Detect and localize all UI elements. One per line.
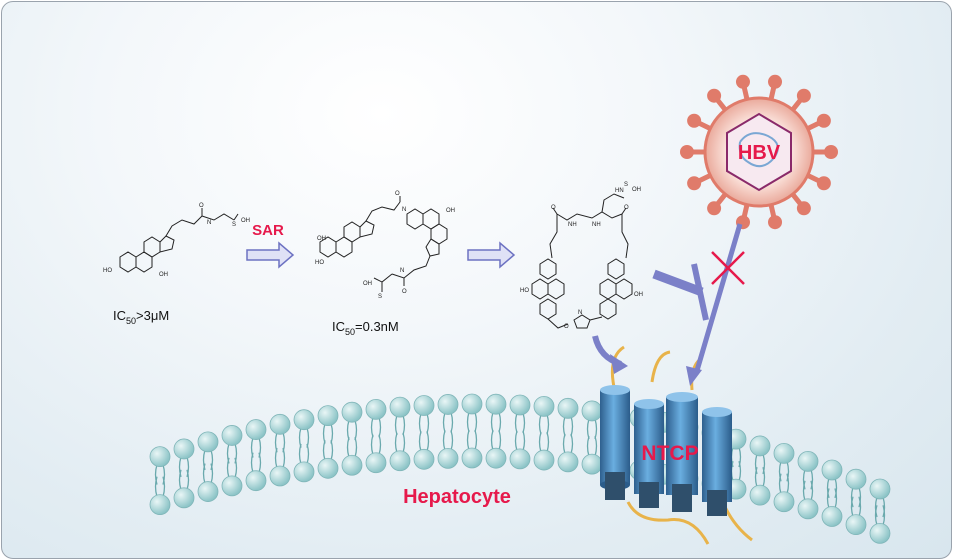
lipid-molecule: [317, 405, 339, 479]
virus-spike-head: [768, 74, 783, 89]
lipid-molecule: [341, 401, 363, 476]
lipid-molecule: [557, 397, 579, 473]
hbv-label: HBV: [738, 142, 781, 164]
helix: [600, 385, 630, 500]
lipid-molecule: [221, 425, 243, 497]
hbv-virus: HBV: [680, 74, 838, 230]
lipid-molecule: [749, 435, 771, 506]
blocked-cross: [711, 251, 745, 285]
c3-o2: O: [624, 205, 629, 211]
lipid-molecule: [269, 413, 291, 487]
c3-ho1: HO: [520, 288, 529, 294]
compound-1-structure: [119, 208, 239, 273]
c1-ho: HO: [103, 268, 112, 274]
virus-spike-head: [768, 215, 783, 230]
c2-o2: O: [402, 289, 407, 295]
lipid-molecule: [437, 394, 459, 469]
lipid-molecule: [845, 468, 867, 536]
compound-1-ic50: IC50>3μM: [113, 308, 169, 326]
c2-o: O: [395, 191, 400, 197]
optimization-arrow: [467, 241, 516, 269]
c2-oh2: OH: [446, 208, 455, 214]
lipid-molecule: [485, 393, 507, 469]
c3-oh1: OH: [632, 187, 641, 193]
lipid-bilayer: [149, 393, 891, 544]
lipid-molecule: [773, 442, 795, 513]
c3-oh2: OH: [634, 292, 643, 298]
virus-spike-head: [796, 88, 811, 103]
compound-3-structure: [531, 193, 633, 329]
virus-spike-head: [687, 113, 702, 128]
lipid-molecule: [461, 393, 483, 469]
helix: [666, 392, 698, 512]
virus-spike-head: [735, 74, 750, 89]
lipid-molecule: [413, 395, 435, 470]
lipid-molecule: [533, 395, 555, 471]
helix: [702, 407, 732, 516]
binding-arrow: [592, 335, 628, 374]
c3-s: S: [624, 182, 628, 188]
lipid-molecule: [365, 398, 387, 474]
receptor-loop: [650, 350, 671, 383]
c2-n2: N: [400, 268, 404, 274]
virus-spikes: [680, 74, 838, 230]
compound-2-ic50: IC50=0.3nM: [332, 319, 399, 337]
c1-oh2: OH: [241, 218, 250, 224]
c2-s: S: [378, 294, 382, 300]
virus-spike-head: [707, 201, 722, 216]
lipid-molecule: [869, 478, 891, 544]
virus-spike-head: [707, 88, 722, 103]
ntcp-label: NTCP: [641, 442, 698, 465]
lipid-molecule: [173, 438, 195, 509]
lipid-molecule: [581, 400, 603, 475]
c1-o: O: [199, 203, 204, 209]
c2-oh: OH: [317, 236, 326, 242]
ntcp-receptor: NTCP: [600, 345, 753, 545]
helix: [634, 399, 664, 508]
c1-n: N: [207, 220, 211, 226]
c3-o1: O: [551, 205, 556, 211]
virus-spike-head: [796, 201, 811, 216]
virus-spike-head: [816, 113, 831, 128]
virus-spike-head: [680, 145, 694, 159]
c2-ho: HO: [315, 260, 324, 266]
lipid-molecule: [797, 450, 819, 520]
hbv-entry-arrow: [686, 223, 743, 386]
c2-oh3: OH: [363, 281, 372, 287]
virus-spike-head: [824, 145, 838, 159]
lipid-molecule: [509, 394, 531, 470]
receptor-loop: [626, 501, 710, 545]
c1-oh: OH: [159, 272, 168, 278]
lipid-molecule: [821, 459, 843, 527]
sar-label: SAR: [252, 222, 284, 239]
c3-nh1: NH: [568, 222, 577, 228]
c3-nh2: NH: [592, 222, 601, 228]
c3-n: HN: [615, 188, 624, 194]
c1-s: S: [232, 222, 236, 228]
lipid-molecule: [245, 419, 267, 492]
virus-spike-head: [816, 176, 831, 191]
c2-n: N: [402, 207, 406, 213]
virus-spike-head: [687, 176, 702, 191]
c3-o3: O: [564, 324, 569, 330]
lipid-molecule: [197, 431, 219, 502]
sar-arrow: [246, 241, 295, 269]
virus-genome: [738, 132, 779, 168]
c3-triazole-n: N: [578, 310, 582, 316]
lipid-molecule: [149, 446, 171, 516]
hepatocyte-label: Hepatocyte: [403, 486, 511, 508]
lipid-molecule: [293, 409, 315, 483]
virus-capsid: [726, 112, 792, 192]
compound-2-structure: [319, 196, 448, 292]
lipid-molecule: [389, 396, 411, 472]
inhibition-bar: [652, 263, 709, 321]
